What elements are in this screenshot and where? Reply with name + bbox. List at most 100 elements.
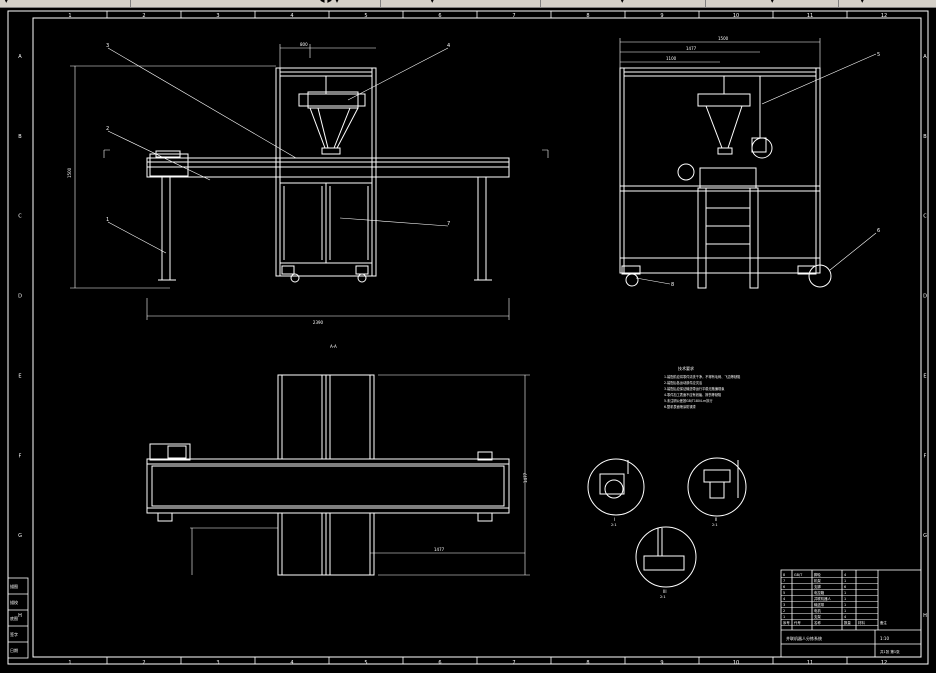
note-line: 5.未注明公差按GB/T1804-m执行 [664,398,713,403]
detail-label-iii: III [663,589,667,594]
column-marker: 10 [733,660,739,666]
row-marker: C [923,214,927,220]
column-marker: 1 [68,660,71,666]
toolbar-dropdown-3[interactable]: ▾ [620,0,625,6]
balloon-6: 6 [877,228,880,234]
parts-cell: 4 [844,573,846,577]
drawing-scale: 1:10 [880,636,889,641]
parts-cell: 数量 [844,620,851,625]
parts-cell: 2 [783,609,785,613]
parts-cell: 并联机器人 [814,596,832,601]
toolbar-dropdown-5[interactable]: ▾ [860,0,865,6]
parts-cell: 1 [844,603,846,607]
toolbar-dropdown-2[interactable]: ▾ [430,0,435,6]
parts-cell: 3 [783,603,785,607]
balloon-7: 7 [447,221,450,227]
side-sub-dimension: 1100 [666,56,677,61]
column-marker: 4 [290,660,293,666]
row-marker: D [923,294,927,300]
toolbar-dropdown-4[interactable]: ▾ [770,0,775,6]
column-marker: 2 [142,660,145,666]
toolbar-dropdown-1[interactable]: ▾ [4,0,9,6]
parts-cell: 6 [783,585,785,589]
detail-views [587,457,747,588]
column-marker: 11 [807,13,813,19]
column-marker: 12 [881,13,887,19]
front-view [146,67,510,283]
row-marker: E [18,373,21,379]
detail-label-i: I [614,517,615,522]
balloon-2: 2 [106,126,109,132]
plan-view-dimensions [190,374,530,576]
plan-view [146,374,510,576]
drawing-name: 并联机器人分拣系统 [786,635,822,641]
balloon-4: 4 [447,43,450,49]
balloon-5: 5 [877,52,880,58]
row-marker: D [18,294,22,300]
detail-scale: 2:1 [611,523,617,527]
toolbar-separator [705,0,706,7]
side-width-dimension: 1500 [718,36,729,41]
row-marker: E [923,373,926,379]
parts-cell: 材料 [858,620,865,625]
toolbar-separator [540,0,541,7]
column-marker: 7 [512,660,515,666]
strip-cell: 描校 [10,599,18,605]
title-block [780,569,922,658]
column-marker: 7 [512,13,515,19]
parts-cell: 输送带 [814,602,825,607]
parts-cell: 1 [844,609,846,613]
front-width-dimension: 2390 [313,320,324,325]
parts-cell: 序号 [783,620,790,625]
parts-cell: 电控箱 [814,590,825,595]
parts-cell: 代号 [794,620,801,625]
toolbar-separator [838,0,839,7]
technical-notes: 技术要求 1.装配前应将零件清洗干净，不得有毛刺、飞边等缺陷 2.装配后各运动部… [664,365,740,409]
drawing-border [7,10,929,665]
row-marker: C [18,214,22,220]
row-marker: A [923,54,927,60]
column-marker: 8 [586,13,589,19]
side-view-dimensions [619,38,877,285]
parts-cell: GB/T [794,573,803,577]
row-marker: B [923,134,927,140]
column-marker: 4 [290,13,293,19]
column-marker: 2 [142,13,145,19]
strip-cell: 日期 [10,647,18,653]
parts-cell: 1 [844,579,846,583]
toolbar-separator [130,0,131,7]
parts-cell: 5 [783,591,785,595]
column-marker: 5 [364,13,367,19]
left-signature-strip [7,577,29,659]
row-marker: F [924,453,927,459]
parts-cell: 4 [844,615,846,619]
plan-view-label: A-A [330,344,337,349]
note-line: 4.零件加工表面不应有划痕、擦伤等缺陷 [664,392,721,397]
front-view-dimensions [70,44,510,320]
toolbar-nav-arrows[interactable]: ◂ ▸ ▾ [320,0,340,6]
plan-height-dimension: 1477 [523,472,528,483]
detail-scale: 2:1 [712,523,718,527]
note-line: 2.装配后各运动部件应灵活 [664,380,703,385]
strip-cell: 底图 [10,615,18,621]
parts-cell: 脚轮 [814,572,821,577]
parts-cell: 机架 [814,578,821,583]
front-top-dimension: 800 [300,42,308,47]
row-marker: H [18,613,22,619]
sheet-number: 共1张 第1张 [880,649,900,654]
parts-cell: 支脚 [814,584,821,589]
column-marker: 3 [216,660,219,666]
column-marker: 10 [733,13,739,19]
column-marker: 9 [660,660,663,666]
balloon-3: 3 [106,43,109,49]
parts-cell: 8 [783,573,785,577]
side-view [619,67,832,289]
parts-cell: 6 [844,585,846,589]
row-marker: G [18,533,22,539]
column-marker: 5 [364,660,367,666]
detail-label-ii: II [715,517,717,522]
side-inner-dimension: 1477 [686,46,697,51]
plan-width-dimension: 1477 [434,547,445,552]
